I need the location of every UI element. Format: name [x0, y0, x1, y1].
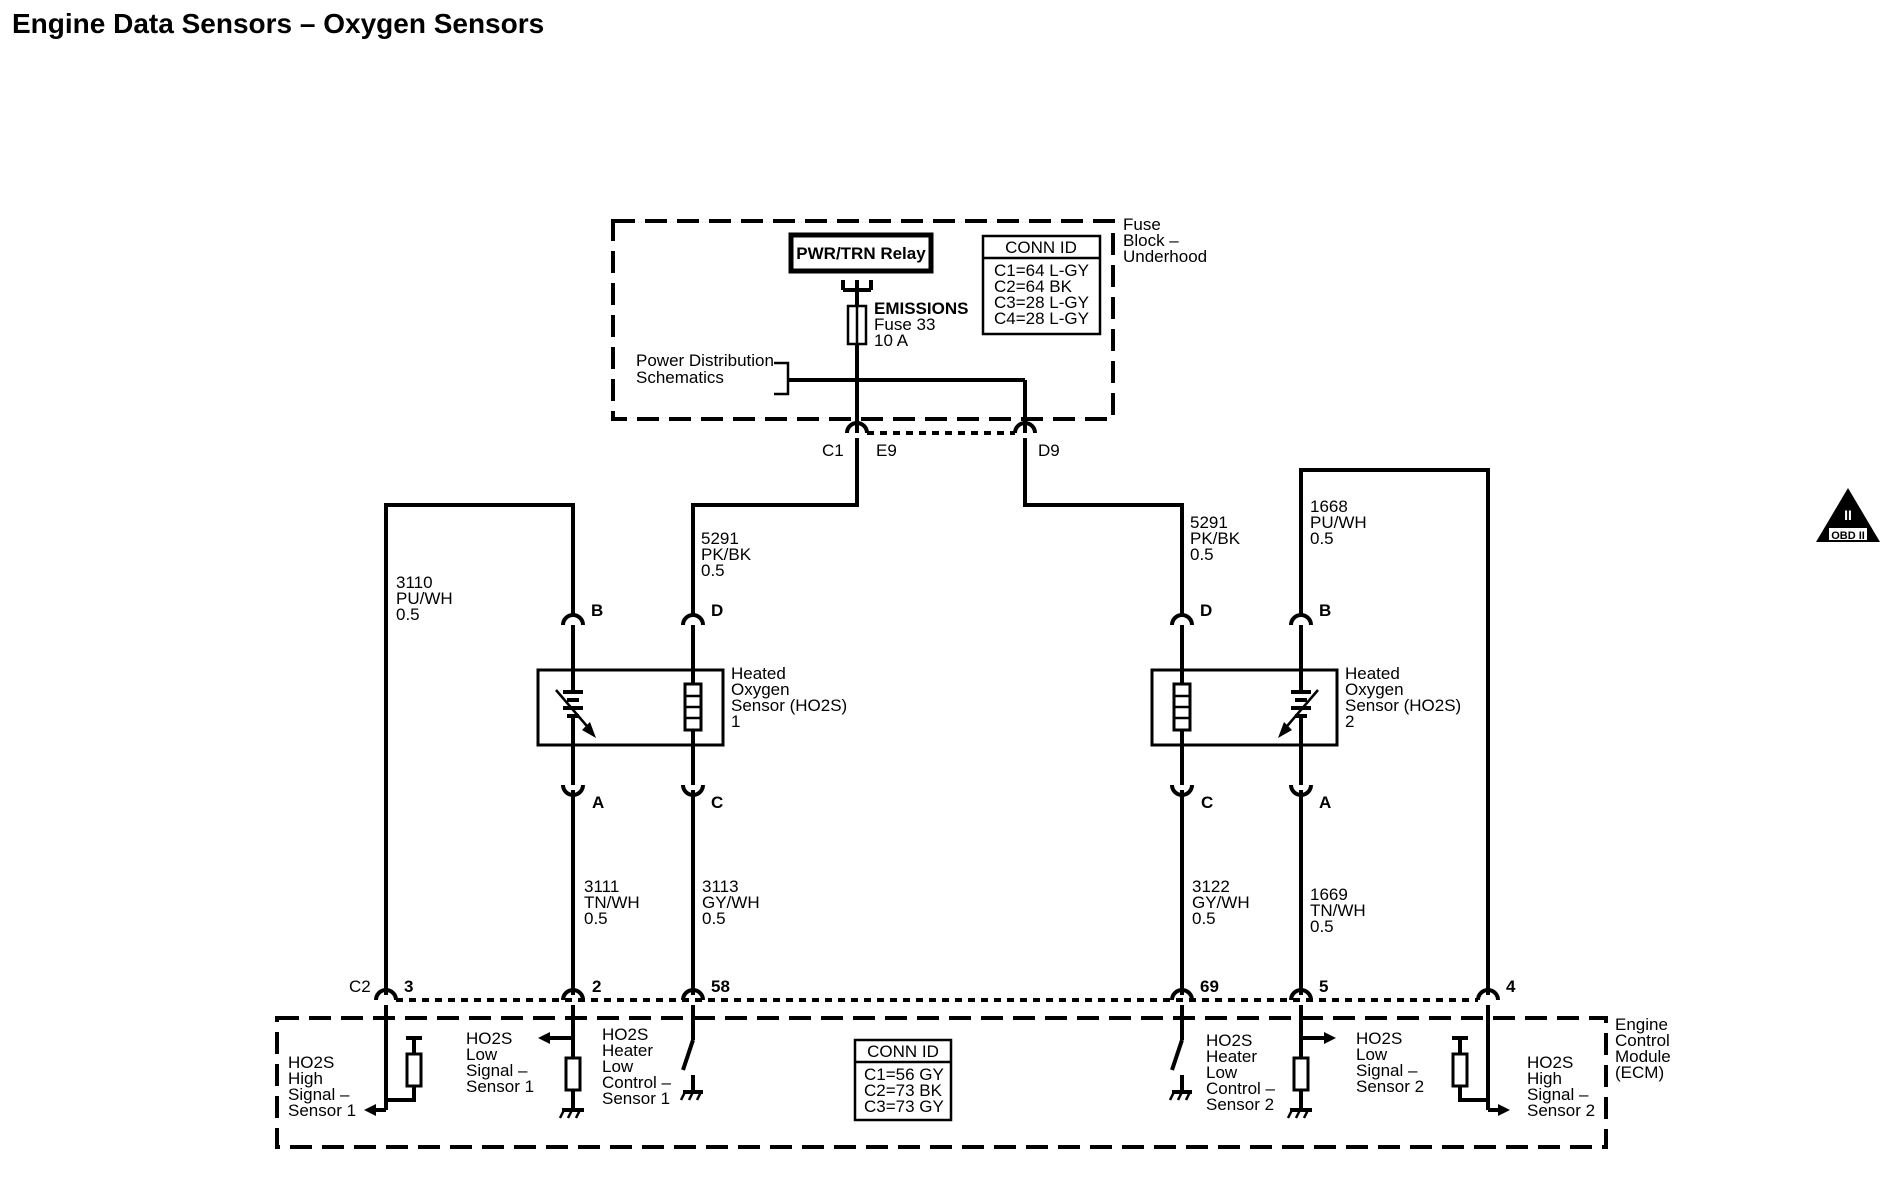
fuse-block-boundary	[611, 219, 1115, 421]
ecm-heater-control-1-label: HO2S Heater Low Control – Sensor 1	[602, 1025, 676, 1108]
ecm-pin-69-label: 69	[1200, 977, 1219, 996]
conn-id-rows: C1=64 L-GY C2=64 BK C3=28 L-GY C4=28 L-G…	[994, 261, 1093, 328]
sensor1-pin-c-connector	[681, 784, 705, 797]
fuse-block-connectors: C1 E9 D9	[822, 421, 1060, 460]
wire-5291-right-label: 5291 PK/BK 0.5	[1190, 513, 1245, 564]
bias-resistor-icon	[1292, 1056, 1310, 1092]
sensor1-pin-b-label: B	[591, 601, 603, 620]
ecm-conn-id-table: CONN ID C1=56 GY C2=73 BK C3=73 GY	[853, 1038, 953, 1122]
pullup-resistor-icon	[405, 1052, 423, 1088]
connector-d9	[1013, 421, 1037, 434]
wire-1668-label: 1668 PU/WH 0.5	[1310, 497, 1371, 548]
ground-icon	[679, 1090, 703, 1101]
relay-box	[788, 232, 934, 274]
ecm-boundary	[275, 1016, 1608, 1149]
wire-3110-label: 3110 PU/WH 0.5	[396, 573, 457, 624]
sensor1-pin-c-label: C	[711, 793, 723, 812]
sensor1-pin-a-label: A	[592, 793, 604, 812]
fuse-label: EMISSIONS Fuse 33 10 A	[874, 299, 973, 350]
wire-1669-label: 1669 TN/WH 0.5	[1310, 885, 1370, 936]
sensor2-sensing-element-icon	[1278, 670, 1319, 745]
fuse-block-label: Fuse Block – Underhood	[1123, 215, 1207, 266]
ecm-pin-3-connector	[374, 988, 398, 1001]
wire-5291-left-label: 5291 PK/BK 0.5	[701, 529, 756, 580]
wire-runs	[384, 438, 1490, 995]
ecm-pin-58-label: 58	[711, 977, 730, 996]
engine-control-module: Engine Control Module (ECM) C2 3 2 58 69…	[275, 977, 1676, 1149]
sensor1-pin-d-connector	[681, 613, 705, 626]
ecm-low-signal-2-circuit	[1286, 1005, 1336, 1119]
sensor2-body	[1150, 668, 1339, 747]
ecm-heater-control-2-label: HO2S Heater Low Control – Sensor 2	[1206, 1031, 1280, 1114]
fuse-block: Fuse Block – Underhood PWR/TRN Relay EMI…	[611, 215, 1207, 425]
sensor2-pin-c-label: C	[1201, 793, 1213, 812]
sensor1-label: Heated Oxygen Sensor (HO2S) 1	[731, 664, 852, 731]
power-distribution-label: Power Distribution Schematics	[636, 351, 779, 387]
ecm-pin-2-connector	[561, 988, 585, 1001]
sensor2-pin-a-label: A	[1319, 793, 1331, 812]
relay-contact-icon	[841, 280, 873, 306]
sensor2-heater-icon	[1172, 670, 1192, 745]
connector-d9-label: D9	[1038, 441, 1060, 460]
pullup-resistor-icon	[1451, 1052, 1469, 1088]
driver-switch-icon	[1170, 1039, 1184, 1071]
oxygen-sensor-1: B D Heated Oxygen Sensor (H	[536, 601, 852, 812]
sensor2-pin-c-connector	[1170, 784, 1194, 797]
ecm-pin-5-connector	[1289, 988, 1313, 1001]
ecm-conn-id-heading: CONN ID	[867, 1042, 939, 1061]
sensor2-pin-b-connector	[1289, 613, 1313, 626]
conn-id-heading: CONN ID	[1005, 238, 1077, 257]
sensor2-pin-a-connector	[1289, 784, 1313, 797]
ecm-pin-69-connector	[1170, 988, 1194, 1001]
ecm-pin-3-label: 3	[404, 977, 413, 996]
ecm-pin-4-connector	[1476, 988, 1500, 1001]
ecm-high-signal-2-circuit	[1451, 1005, 1510, 1116]
ecm-low-signal-2-label: HO2S Low Signal – Sensor 2	[1356, 1029, 1424, 1096]
ground-icon	[558, 1108, 584, 1119]
oxygen-sensor-2: D B Heated Oxygen Sensor (HO2S)	[1150, 601, 1466, 812]
sensor1-sensing-element-icon	[555, 670, 596, 745]
sensor1-heater-icon	[683, 670, 703, 745]
ecm-high-signal-2-label: HO2S High Signal – Sensor 2	[1527, 1053, 1595, 1120]
ground-icon	[1286, 1108, 1312, 1119]
wire-3111-label: 3111 TN/WH 0.5	[584, 877, 644, 928]
svg-text:OBD II: OBD II	[1831, 530, 1865, 542]
sensor2-pin-b-label: B	[1319, 601, 1331, 620]
wire-3113-label: 3113 GY/WH 0.5	[702, 877, 764, 928]
ecm-high-signal-1-circuit	[364, 1005, 423, 1116]
sensor1-pin-d-label: D	[711, 601, 723, 620]
sensor2-pin-d-label: D	[1200, 601, 1212, 620]
obd-ii-badge-icon: II OBD II	[1816, 488, 1880, 542]
ground-icon	[1168, 1090, 1192, 1101]
sensor1-pin-a-connector	[561, 784, 585, 797]
fuse-block-conn-id-table: CONN ID C1=64 L-GY C2=64 BK C3=28 L-GY C…	[981, 234, 1102, 336]
ecm-connector-c2-label: C2	[349, 977, 371, 996]
wire-3122-label: 3122 GY/WH 0.5	[1192, 877, 1254, 928]
page-title: Engine Data Sensors – Oxygen Sensors	[12, 8, 545, 39]
ecm-label: Engine Control Module (ECM)	[1615, 1015, 1676, 1082]
sensor1-pin-b-connector	[561, 613, 585, 626]
relay-label: PWR/TRN Relay	[796, 244, 926, 263]
connector-c1-label: C1	[822, 441, 844, 460]
connector-e9-label: E9	[876, 441, 897, 460]
ecm-conn-id-rows: C1=56 GY C2=73 BK C3=73 GY	[864, 1065, 948, 1116]
ecm-pin-4-label: 4	[1506, 977, 1516, 996]
ecm-low-signal-1-label: HO2S Low Signal – Sensor 1	[466, 1029, 534, 1096]
sensor2-label: Heated Oxygen Sensor (HO2S) 2	[1345, 664, 1466, 731]
driver-switch-icon	[681, 1039, 695, 1071]
svg-text:II: II	[1844, 507, 1852, 523]
ecm-pin-2-label: 2	[592, 977, 601, 996]
ecm-pin-58-connector	[681, 988, 705, 1001]
connector-e9	[845, 421, 869, 434]
ecm-pin-5-label: 5	[1319, 977, 1328, 996]
sensor1-body	[536, 668, 725, 747]
bias-resistor-icon	[564, 1056, 582, 1092]
ecm-low-signal-1-circuit	[538, 1005, 584, 1119]
sensor2-pin-d-connector	[1170, 613, 1194, 626]
ecm-heater-control-1-circuit	[679, 1005, 703, 1101]
ecm-heater-control-2-circuit	[1168, 1005, 1192, 1101]
ecm-high-signal-1-label: HO2S High Signal – Sensor 1	[288, 1053, 356, 1120]
